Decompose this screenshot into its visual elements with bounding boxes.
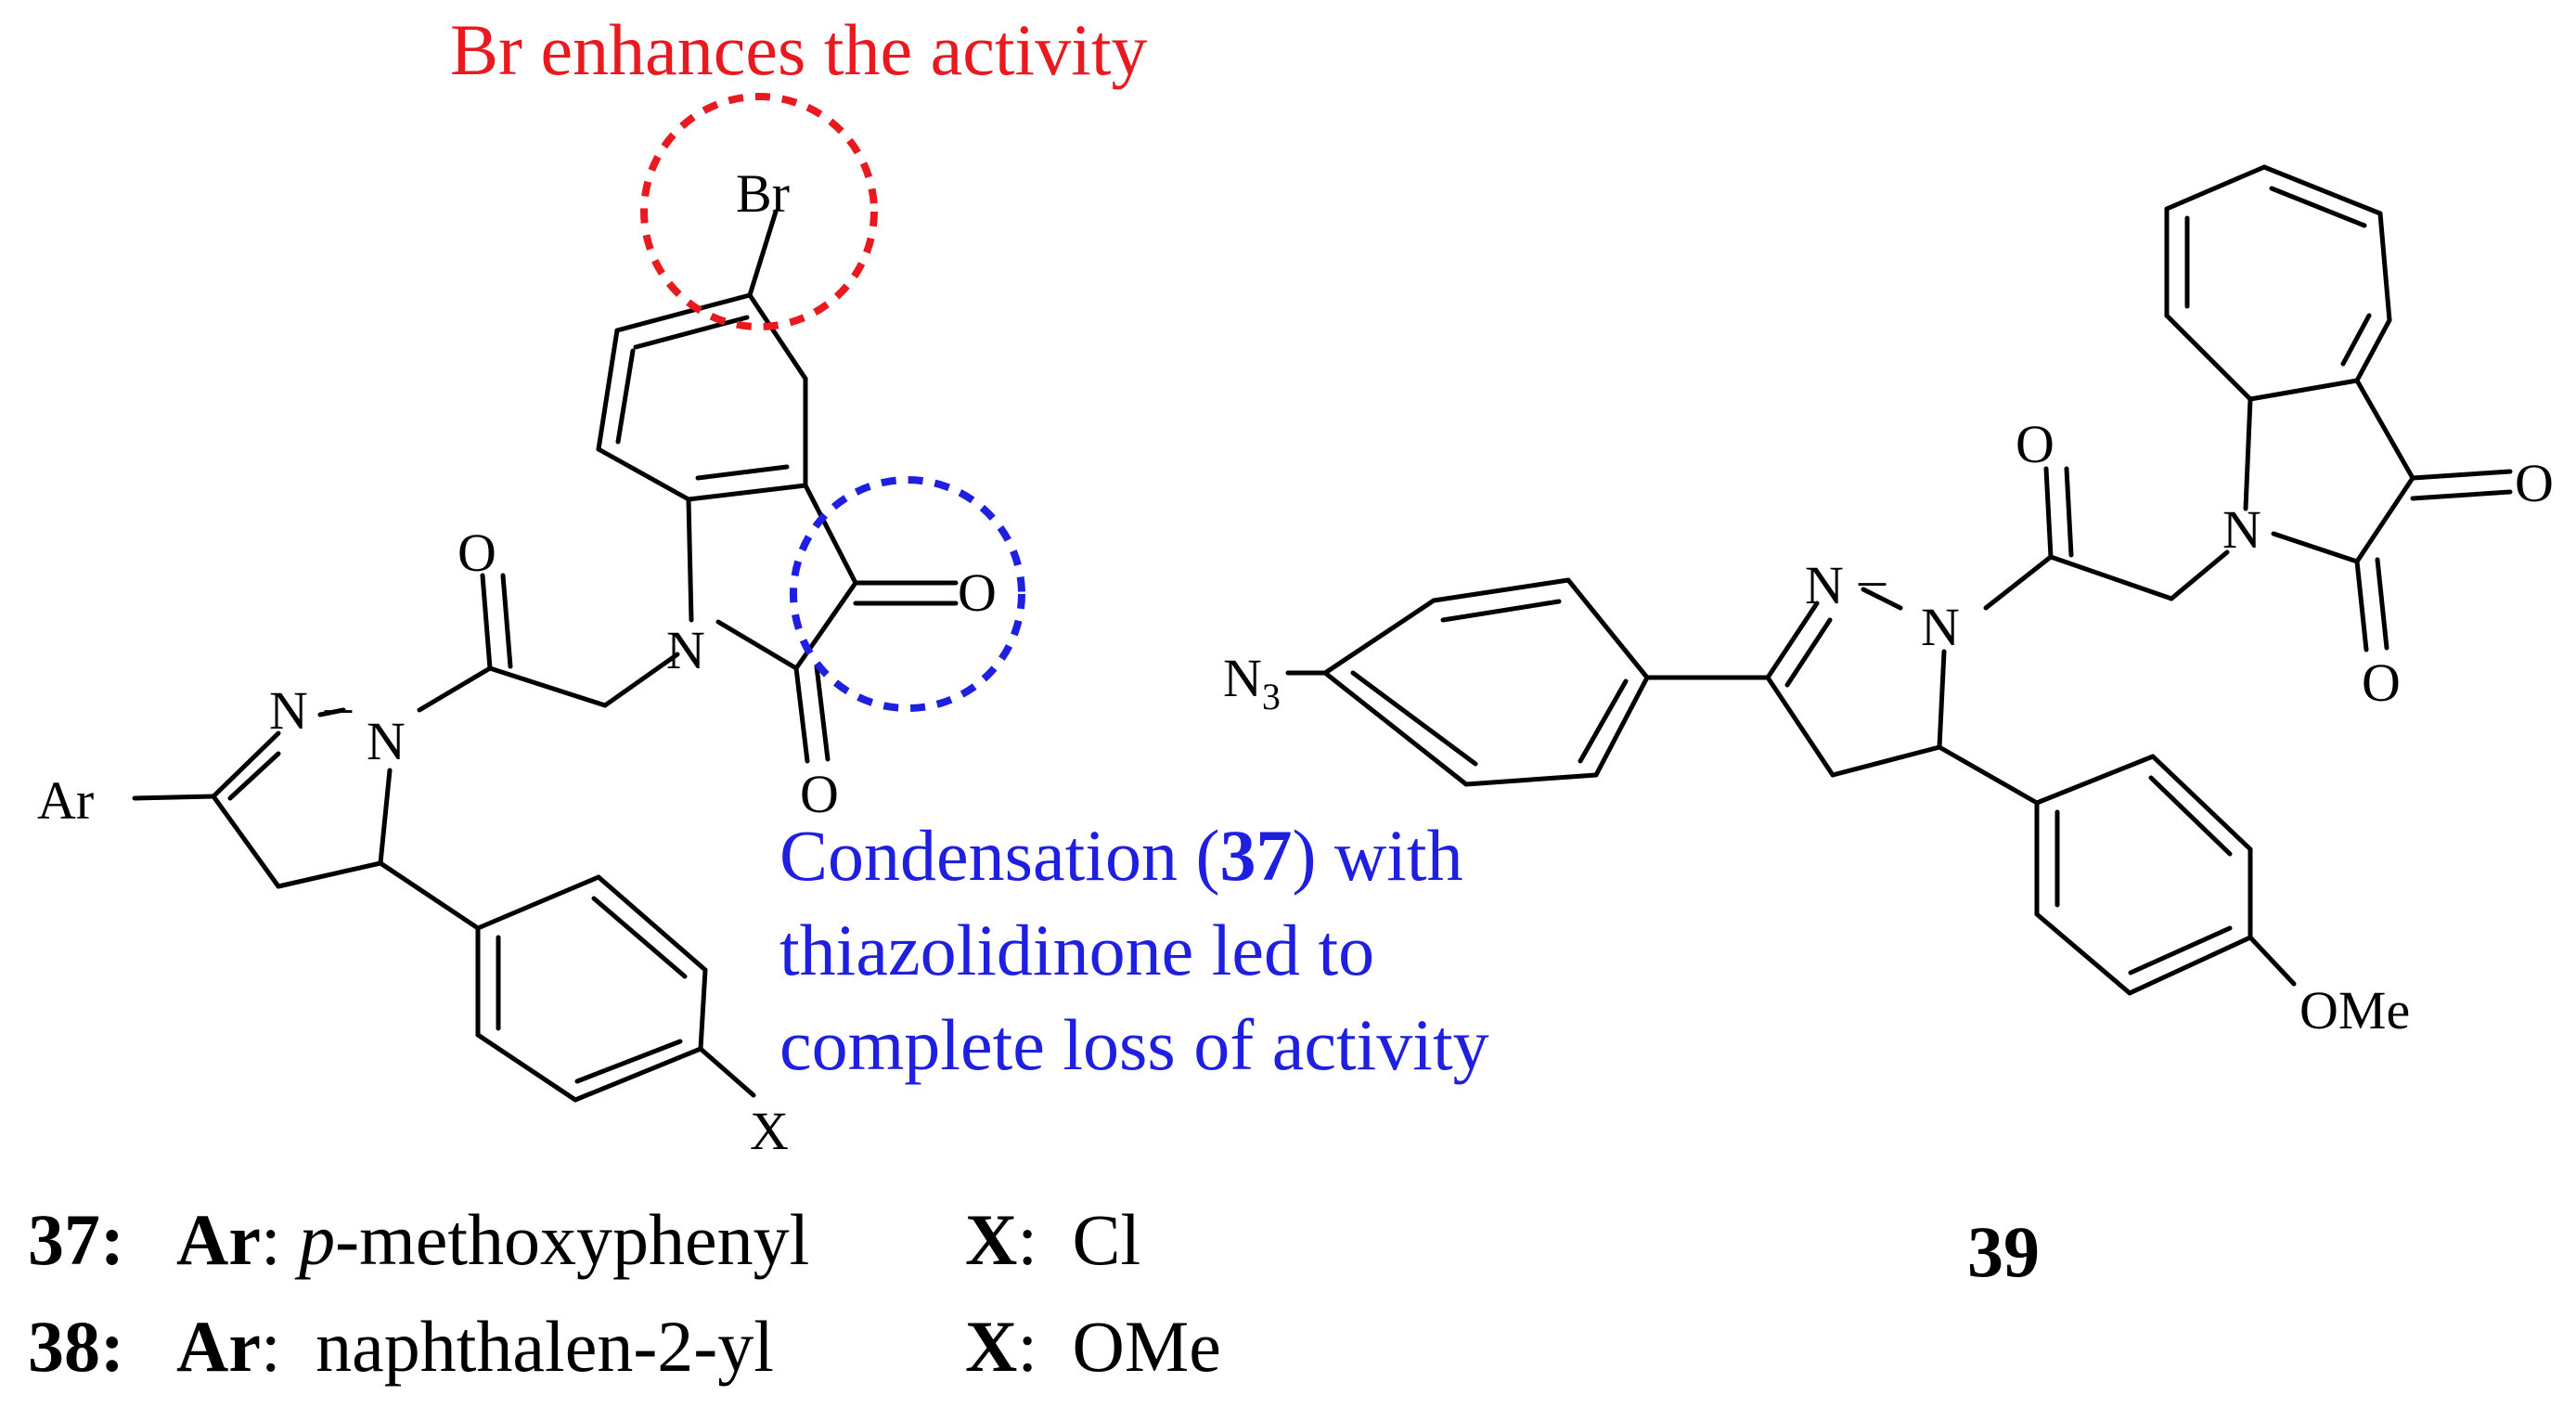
- atom-o-acyl-right: O: [2016, 414, 2054, 474]
- atom-x: X: [750, 1101, 789, 1161]
- carbonyl-highlight-circle: [790, 476, 1025, 712]
- condensation-note-line3: complete loss of activity: [779, 1004, 1489, 1085]
- atom-n-pyrazoline-1-right: N: [1805, 555, 1844, 615]
- atom-dash-right: –: [1858, 549, 1887, 609]
- atom-ome: OMe: [2299, 980, 2410, 1040]
- condensation-note-line1: Condensation (37) with: [779, 815, 1463, 896]
- atom-o-ketone-right: O: [2515, 453, 2554, 513]
- legend-row-38: 38: Ar: naphthalen-2-yl X: OMe: [28, 1306, 1221, 1387]
- atom-o-amide: O: [800, 764, 839, 824]
- left-structure-bonds: [132, 209, 959, 1103]
- atom-n-isatin-right: N: [2222, 499, 2261, 560]
- atom-n-pyrazoline-1: N: [269, 680, 308, 741]
- atom-n-pyrazoline-2: N: [367, 711, 406, 771]
- atom-br: Br: [736, 163, 790, 224]
- atom-n-pyrazoline-2-right: N: [1921, 597, 1960, 657]
- compound-id-39: 39: [1967, 1211, 2040, 1292]
- right-structure-bonds: [1285, 164, 2513, 996]
- bromo-note: Br enhances the activity: [450, 9, 1148, 90]
- bromo-highlight-circle: [640, 93, 878, 330]
- atom-ar: Ar: [37, 770, 94, 831]
- atom-dash: –: [324, 676, 353, 736]
- legend-row-37: 37: Ar: p-methoxyphenyl X: Cl: [28, 1199, 1140, 1280]
- condensation-note-line2: thiazolidinone led to: [779, 910, 1374, 990]
- atom-o-ketone: O: [958, 562, 997, 623]
- atom-n3: N3: [1223, 648, 1281, 717]
- atom-o-amide-right: O: [2362, 652, 2401, 713]
- atom-o-acyl: O: [457, 523, 496, 583]
- atom-n-isatin: N: [666, 620, 705, 680]
- compound-legend: 37: Ar: p-methoxyphenyl X: Cl 38: Ar: na…: [28, 1199, 2040, 1387]
